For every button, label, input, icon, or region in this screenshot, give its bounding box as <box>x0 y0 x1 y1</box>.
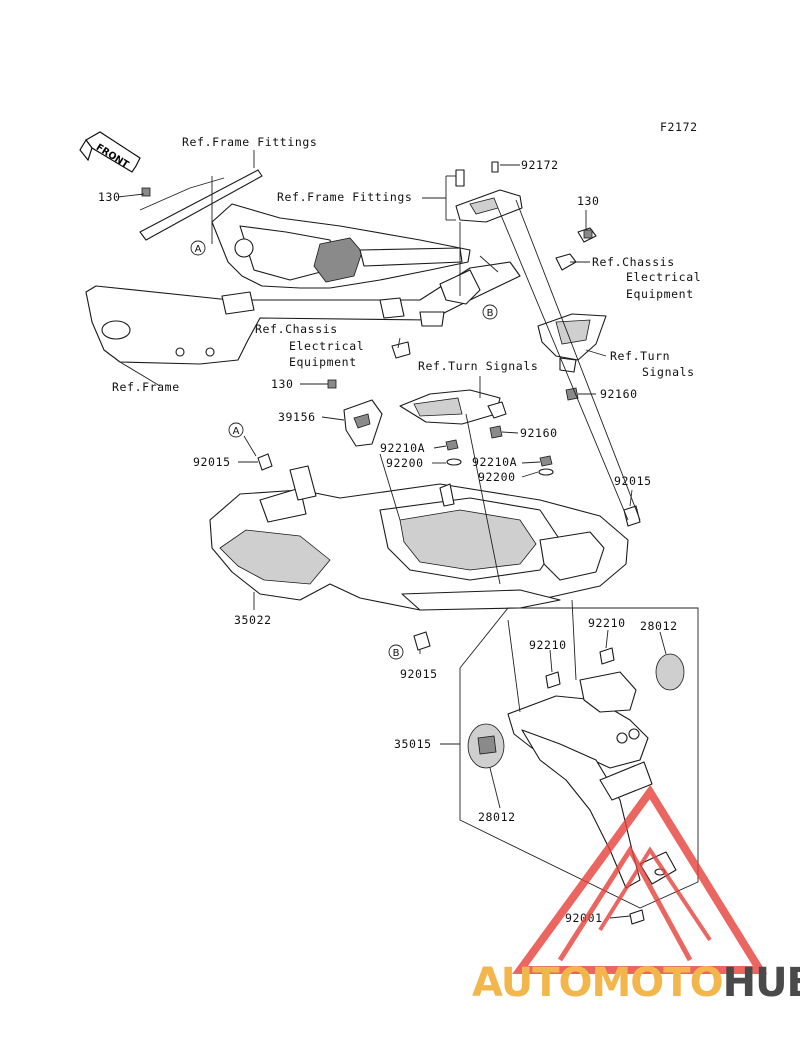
part-92172: 92172 <box>521 158 559 172</box>
part-130-lower: 130 <box>271 377 294 391</box>
ref-frame-fittings-mid: Ref.Frame Fittings <box>277 190 412 204</box>
svg-text:A: A <box>195 244 202 255</box>
middle-turn-signal <box>399 389 507 425</box>
ref-chassis-right-2: Electrical <box>626 270 701 284</box>
ref-frame-fittings-top: Ref.Frame Fittings <box>182 135 317 149</box>
rear-fender-35015 <box>467 647 685 925</box>
leader-lines <box>117 150 667 919</box>
part-92160-right: 92160 <box>600 387 638 401</box>
part-39156 <box>343 399 383 447</box>
part-92210a-left: 92210A <box>380 441 425 455</box>
right-turn-signal <box>537 313 607 373</box>
ref-chassis-right-1: Ref.Chassis <box>592 255 675 269</box>
part-35015: 35015 <box>394 737 432 751</box>
watermark-part2: HUB <box>723 960 800 1006</box>
svg-text:B: B <box>487 308 494 319</box>
callout-b-bottom: B <box>388 644 404 660</box>
part-92001: 92001 <box>565 911 603 925</box>
svg-text:B: B <box>393 648 400 659</box>
part-92200-left: 92200 <box>386 456 424 470</box>
part-92015-right: 92015 <box>614 474 652 488</box>
ref-chassis-right-3: Equipment <box>626 287 694 301</box>
front-arrow-icon: FRONT <box>79 131 141 173</box>
ref-chassis-left-2: Electrical <box>289 339 364 353</box>
part-39156: 39156 <box>278 410 316 424</box>
reflector-right <box>655 653 685 691</box>
part-92015-bottom: 92015 <box>400 667 438 681</box>
watermark-logo <box>512 784 768 974</box>
fasteners <box>141 187 641 651</box>
part-92210-right: 92210 <box>588 616 626 630</box>
callout-b-top: B <box>482 304 498 320</box>
callout-a-top: A <box>190 240 206 256</box>
chassis-clip-left <box>391 341 411 359</box>
watermark-text: AUTOMOTOHUB <box>472 960 800 1006</box>
part-92015-left: 92015 <box>193 455 231 469</box>
ref-turn-signals-mid: Ref.Turn Signals <box>418 359 538 373</box>
figure-code: F2172 <box>660 120 698 134</box>
ref-turn-signals-right-1: Ref.Turn <box>610 349 670 363</box>
ref-frame-label: Ref.Frame <box>112 380 180 394</box>
callout-a-mid: A <box>228 422 244 438</box>
part-92200-right: 92200 <box>478 470 516 484</box>
part-92160-mid: 92160 <box>520 426 558 440</box>
part-28012-right: 28012 <box>640 619 678 633</box>
frame-fittings-bracket <box>455 161 523 223</box>
part-28012-left: 28012 <box>478 810 516 824</box>
part-35022: 35022 <box>234 613 272 627</box>
fender-group-outline <box>459 607 699 909</box>
svg-text:A: A <box>233 426 240 437</box>
ref-chassis-left-1: Ref.Chassis <box>255 322 338 336</box>
undertray-35022 <box>209 465 629 611</box>
rear-frame-assembly <box>85 169 521 365</box>
part-130-right: 130 <box>577 194 600 208</box>
part-92210a-right: 92210A <box>472 455 517 469</box>
ref-chassis-left-3: Equipment <box>289 355 357 369</box>
part-130-left: 130 <box>98 190 121 204</box>
part-92210-left: 92210 <box>529 638 567 652</box>
watermark-part1: AUTOMOTO <box>472 960 723 1006</box>
ref-turn-signals-right-2: Signals <box>642 365 695 379</box>
